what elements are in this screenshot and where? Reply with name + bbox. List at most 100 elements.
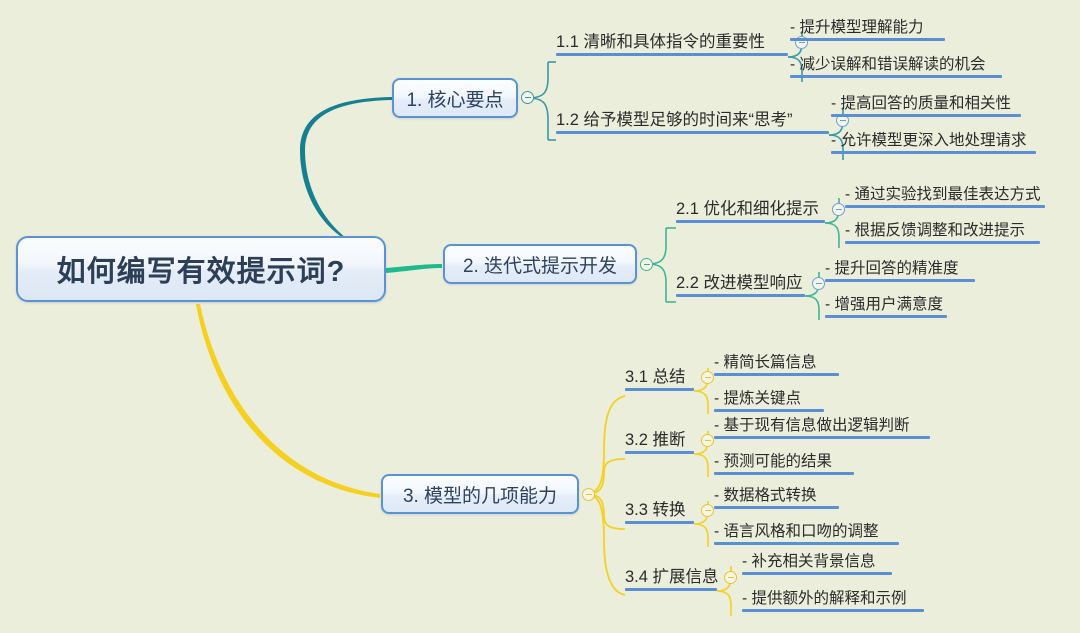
- collapse-toggle-branch-2[interactable]: [640, 258, 653, 271]
- connector-branch2-spine-lower: [647, 263, 667, 302]
- branch-node-2[interactable]: 2. 迭代式提示开发: [443, 244, 637, 284]
- sub-node-3-3[interactable]: 3.3 转换: [625, 500, 694, 524]
- leaf-node-3-3-1-label: - 数据格式转换: [714, 487, 817, 504]
- leaf-node-1-1-2[interactable]: - 减少误解和错误解读的机会: [790, 55, 1002, 78]
- leaf-node-3-2-2-label: - 预测可能的结果: [714, 453, 832, 470]
- leaf-node-2-1-2-label: - 根据反馈调整和改进提示: [845, 222, 1025, 239]
- minus-icon: [798, 41, 805, 44]
- leaf-node-3-4-1[interactable]: - 补充相关背景信息: [742, 552, 892, 575]
- root-node[interactable]: 如何编写有效提示词?: [16, 236, 386, 302]
- leaf-node-3-2-1[interactable]: - 基于现有信息做出逻辑判断: [714, 416, 930, 439]
- sub-node-1-2-label: 1.2 给予模型足够的时间来“思考”: [556, 111, 793, 129]
- sub-node-2-2-underline: [676, 294, 805, 297]
- sub-node-2-1-underline: [676, 220, 825, 223]
- collapse-toggle-2-2[interactable]: [812, 277, 825, 290]
- leaf-node-1-1-1-label: - 提升模型理解能力: [790, 19, 924, 36]
- sub-node-3-2-underline: [625, 451, 694, 454]
- leaf-node-1-2-2[interactable]: - 允许模型更深入地处理请求: [831, 131, 1036, 154]
- collapse-toggle-3-3[interactable]: [701, 504, 714, 517]
- leaf-node-3-2-1-underline: [714, 436, 930, 439]
- connector-root-to-branch-2: [386, 264, 442, 273]
- leaf-node-3-4-2-underline: [742, 609, 924, 612]
- leaf-node-2-1-2[interactable]: - 根据反馈调整和改进提示: [845, 221, 1040, 244]
- sub-node-1-2[interactable]: 1.2 给予模型足够的时间来“思考”: [556, 110, 829, 134]
- leaf-node-3-3-1[interactable]: - 数据格式转换: [714, 486, 839, 509]
- leaf-node-2-1-2-underline: [845, 241, 1040, 244]
- connector-sub3-4-leaves-lower: [716, 590, 732, 616]
- leaf-node-3-4-1-label: - 补充相关背景信息: [742, 553, 876, 570]
- leaf-node-3-1-2-underline: [714, 409, 824, 412]
- leaf-node-3-1-1-label: - 精简长篇信息: [714, 354, 817, 371]
- collapse-toggle-branch-1[interactable]: [521, 91, 534, 104]
- leaf-node-3-1-2-label: - 提炼关键点: [714, 390, 801, 407]
- leaf-node-2-1-1[interactable]: - 通过实验找到最佳表达方式: [845, 185, 1045, 208]
- connector-branch1-spine-lower: [527, 97, 549, 140]
- connector-sub2-1-leaves-lower: [824, 222, 840, 248]
- branch-node-3-label: 3. 模型的几项能力: [402, 485, 558, 507]
- leaf-node-1-2-2-label: - 允许模型更深入地处理请求: [831, 132, 1027, 149]
- minus-icon: [524, 96, 531, 99]
- leaf-node-1-1-2-label: - 减少误解和错误解读的机会: [790, 56, 986, 73]
- sub-node-2-2[interactable]: 2.2 改进模型响应: [676, 273, 805, 297]
- leaf-node-1-2-1[interactable]: - 提高回答的质量和相关性: [831, 94, 1021, 117]
- sub-node-3-1-underline: [625, 388, 694, 391]
- leaf-node-2-2-2-underline: [825, 315, 947, 318]
- sub-node-1-1[interactable]: 1.1 清晰和具体指令的重要性: [556, 32, 788, 56]
- collapse-toggle-3-4[interactable]: [724, 571, 737, 584]
- leaf-node-1-1-1-underline: [790, 38, 945, 41]
- minus-icon: [585, 493, 592, 496]
- minus-icon: [643, 263, 650, 266]
- leaf-node-3-4-2-label: - 提供额外的解释和示例: [742, 590, 907, 607]
- sub-node-3-2-label: 3.2 推断: [625, 431, 686, 449]
- minus-icon: [835, 208, 842, 211]
- leaf-node-1-2-2-underline: [831, 151, 1036, 154]
- leaf-node-3-1-2[interactable]: - 提炼关键点: [714, 389, 824, 412]
- collapse-toggle-3-2[interactable]: [701, 434, 714, 447]
- leaf-node-3-4-2[interactable]: - 提供额外的解释和示例: [742, 589, 924, 612]
- leaf-node-1-1-1[interactable]: - 提升模型理解能力: [790, 18, 945, 41]
- sub-node-1-2-underline: [556, 131, 829, 134]
- sub-node-3-1-label: 3.1 总结: [625, 368, 686, 386]
- leaf-node-3-1-1-underline: [714, 373, 839, 376]
- leaf-node-2-1-1-label: - 通过实验找到最佳表达方式: [845, 186, 1041, 203]
- leaf-node-3-2-2[interactable]: - 预测可能的结果: [714, 452, 854, 475]
- leaf-node-3-2-2-underline: [714, 472, 854, 475]
- connector-root-to-branch-3: [196, 304, 380, 498]
- branch-node-1-label: 1. 核心要点: [406, 89, 504, 111]
- minus-icon: [727, 576, 734, 579]
- sub-node-3-4[interactable]: 3.4 扩展信息: [625, 567, 719, 591]
- leaf-node-1-2-1-underline: [831, 114, 1021, 117]
- leaf-node-3-3-2-label: - 语言风格和口吻的调整: [714, 523, 879, 540]
- sub-node-3-1[interactable]: 3.1 总结: [625, 367, 694, 391]
- collapse-toggle-1-2[interactable]: [836, 114, 849, 127]
- minus-icon: [704, 439, 711, 442]
- leaf-node-2-2-2-label: - 增强用户满意度: [825, 296, 943, 313]
- leaf-node-2-2-1[interactable]: - 提升回答的精准度: [825, 259, 975, 282]
- sub-node-3-3-label: 3.3 转换: [625, 501, 686, 519]
- leaf-node-3-4-1-underline: [742, 572, 892, 575]
- root-node-label: 如何编写有效提示词?: [56, 256, 346, 288]
- sub-node-3-4-label: 3.4 扩展信息: [625, 568, 719, 586]
- leaf-node-3-1-1[interactable]: - 精简长篇信息: [714, 353, 839, 376]
- minus-icon: [815, 282, 822, 285]
- connector-root-to-branch-1: [300, 97, 392, 258]
- minus-icon: [704, 376, 711, 379]
- connector-sub3-1-leaves-lower: [693, 390, 709, 414]
- leaf-node-3-3-1-underline: [714, 506, 839, 509]
- sub-node-1-1-underline: [556, 53, 788, 56]
- sub-node-2-1[interactable]: 2.1 优化和细化提示: [676, 199, 825, 223]
- sub-node-3-2[interactable]: 3.2 推断: [625, 430, 694, 454]
- minus-icon: [704, 509, 711, 512]
- branch-node-2-label: 2. 迭代式提示开发: [462, 255, 618, 277]
- collapse-toggle-2-1[interactable]: [832, 203, 845, 216]
- branch-node-3[interactable]: 3. 模型的几项能力: [381, 474, 579, 514]
- branch-node-1[interactable]: 1. 核心要点: [392, 78, 518, 118]
- connector-branch3-spine-1: [585, 395, 626, 495]
- leaf-node-3-3-2[interactable]: - 语言风格和口吻的调整: [714, 522, 899, 545]
- sub-node-3-4-underline: [625, 588, 717, 591]
- connector-branch3-spine-4: [585, 493, 626, 596]
- collapse-toggle-branch-3[interactable]: [582, 488, 595, 501]
- leaf-node-2-2-2[interactable]: - 增强用户满意度: [825, 295, 947, 318]
- collapse-toggle-3-1[interactable]: [701, 371, 714, 384]
